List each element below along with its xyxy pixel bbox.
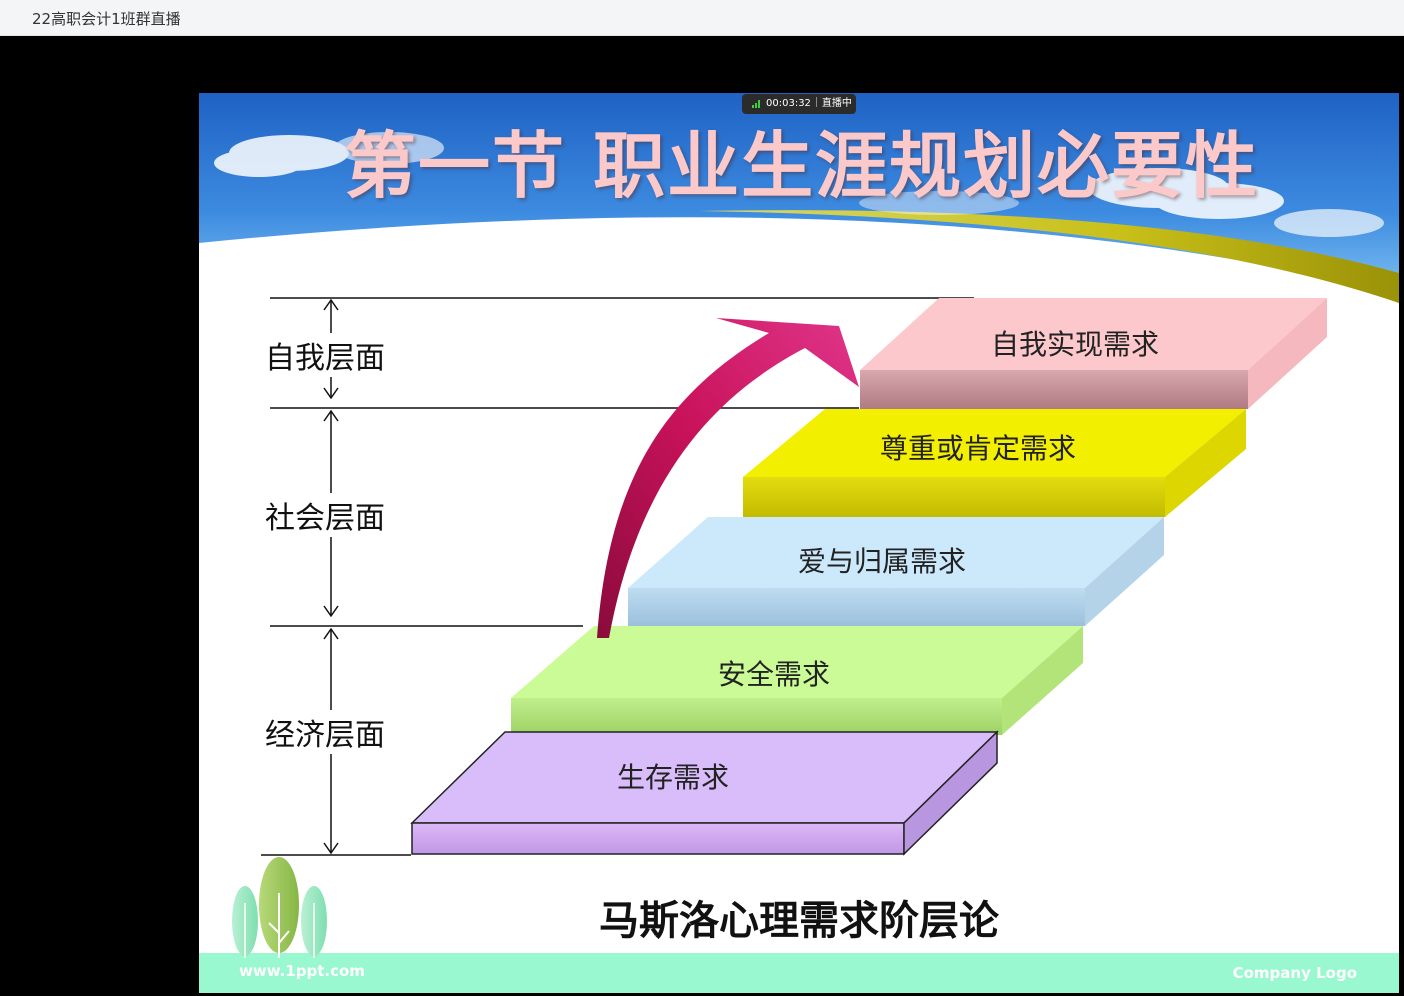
step-self-actualization bbox=[860, 298, 1327, 409]
step-love-belonging bbox=[628, 517, 1164, 626]
cloud-shapes bbox=[214, 132, 1384, 237]
growth-curved-arrow-icon bbox=[597, 318, 859, 638]
layer-label-social: 社会层面 bbox=[265, 493, 385, 537]
step-label-love-belonging: 爱与归属需求 bbox=[798, 545, 967, 578]
live-status-text: 直播中 bbox=[821, 98, 852, 109]
layer-label-self: 自我层面 bbox=[265, 333, 385, 377]
slide-title: 第一节 职业生涯规划必要性 bbox=[344, 124, 1260, 208]
footer-website: www.1ppt.com bbox=[239, 962, 365, 980]
presentation-slide: 第一节 职业生涯规划必要性 自我层面 社会层面 经济层面 自我实现需求 尊重或肯… bbox=[199, 93, 1399, 993]
step-label-survival: 生存需求 bbox=[617, 761, 730, 794]
step-safety bbox=[511, 626, 1083, 735]
live-status-badge: 00:03:32 直播中 bbox=[742, 94, 856, 114]
step-survival bbox=[410, 730, 999, 856]
signal-icon bbox=[752, 100, 762, 108]
window-title: 22高职会计1班群直播 bbox=[32, 10, 181, 28]
footer-band bbox=[199, 953, 1399, 993]
footer-company-logo: Company Logo bbox=[1232, 964, 1357, 982]
slide-caption: 马斯洛心理需求阶层论 bbox=[599, 898, 999, 944]
step-esteem bbox=[743, 409, 1246, 517]
layer-range-arrows bbox=[323, 298, 339, 855]
step-label-self-actualization: 自我实现需求 bbox=[991, 328, 1160, 361]
tree-logo-icon bbox=[232, 857, 327, 958]
slide-graphics bbox=[199, 93, 1399, 993]
header-gold-swoosh bbox=[699, 210, 1399, 303]
header-sky-band bbox=[199, 93, 1399, 293]
step-label-safety: 安全需求 bbox=[718, 658, 831, 691]
layer-separator-lines bbox=[261, 297, 974, 856]
layer-label-economic: 经济层面 bbox=[265, 710, 385, 754]
live-elapsed-time: 00:03:32 bbox=[766, 98, 811, 109]
window-titlebar: 22高职会计1班群直播 bbox=[0, 0, 1404, 36]
step-label-esteem: 尊重或肯定需求 bbox=[880, 432, 1077, 465]
